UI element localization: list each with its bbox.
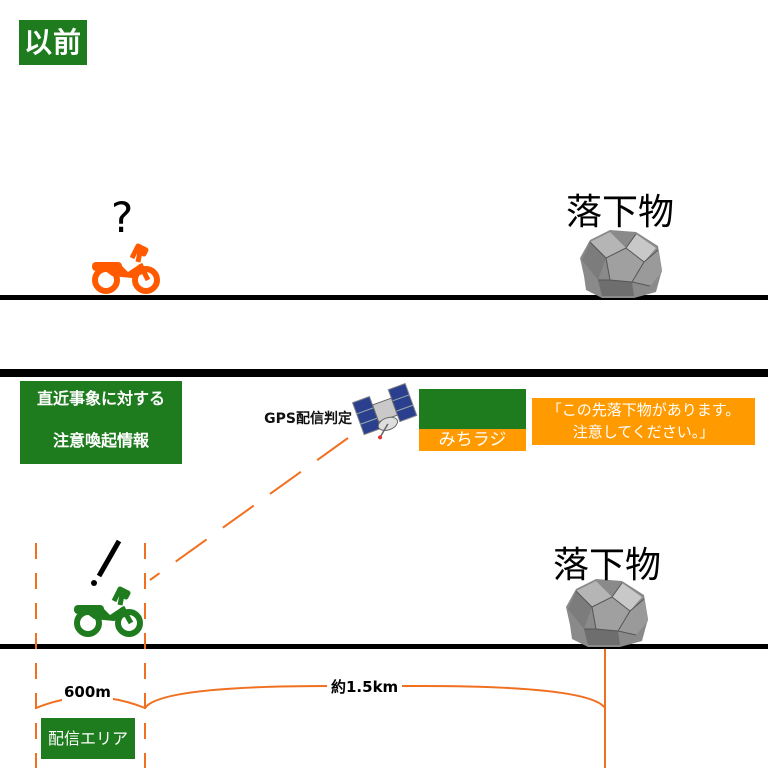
radio-badge-top [419, 389, 526, 429]
distance-object-label: 約1.5km [327, 676, 402, 697]
gps-label: GPS配信判定 [236, 408, 352, 428]
warning-message-line-2: 注意してください。」 [532, 421, 755, 443]
warning-message: 「この先落下物があります。 注意してください。」 [532, 398, 755, 445]
divider-band [0, 369, 768, 377]
satellite-icon [353, 384, 421, 444]
radio-name: みちラジ [419, 429, 526, 451]
road-top [0, 295, 768, 300]
motorcycle-icon [92, 246, 157, 291]
falling-object-label: 落下物 [553, 536, 661, 588]
radio-badge: みちラジ [419, 389, 526, 451]
falling-object-label: 落下物 [566, 183, 674, 235]
distance-area-label: 600m [62, 683, 113, 701]
question-mark: ? [111, 193, 133, 242]
warning-message-line-1: 「この先落下物があります。 [532, 399, 755, 421]
exclamation-icon [91, 541, 119, 586]
road-bottom [0, 644, 768, 649]
rock-icon [566, 579, 648, 647]
before-badge: 以前 [19, 20, 87, 65]
notice-line-2: 注意喚起情報 [20, 427, 182, 455]
rock-icon [580, 230, 662, 298]
notice-box: 直近事象に対する 注意喚起情報 [20, 381, 182, 464]
motorcycle-icon [74, 589, 140, 634]
delivery-area-label: 配信エリア [41, 718, 135, 759]
notice-line-1: 直近事象に対する [20, 385, 182, 413]
